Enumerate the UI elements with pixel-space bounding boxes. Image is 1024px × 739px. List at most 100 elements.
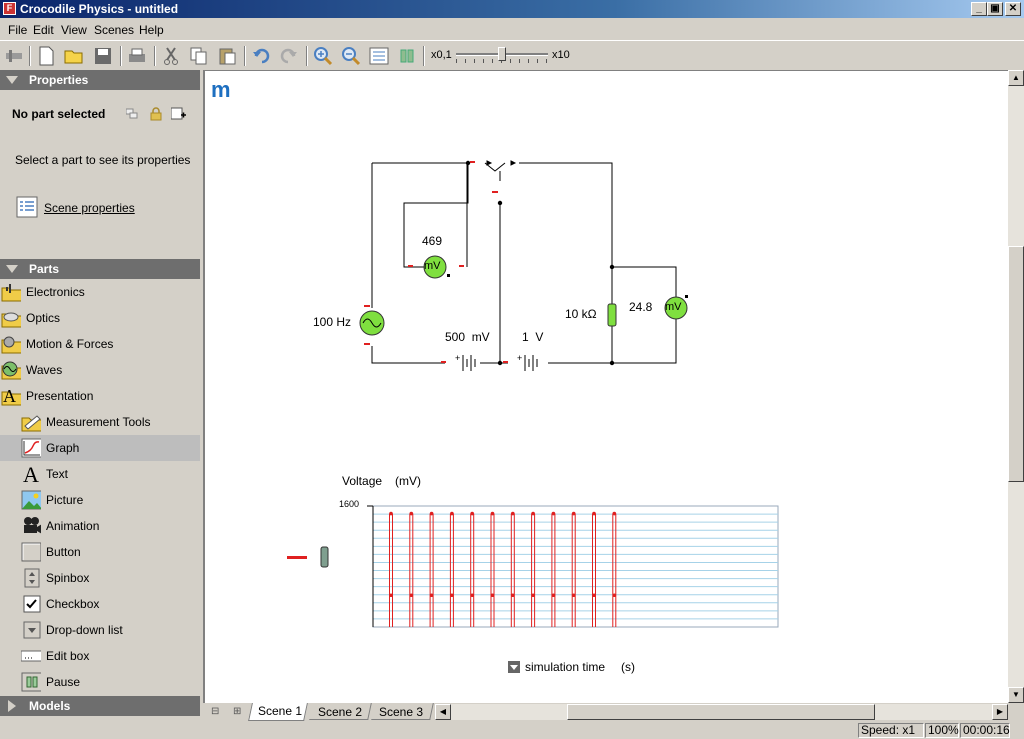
scroll-left-button[interactable]: ◀: [435, 704, 451, 720]
category-electronics[interactable]: Electronics: [0, 279, 200, 305]
add-part-icon[interactable]: [170, 107, 186, 121]
menu-view[interactable]: View: [61, 23, 87, 37]
close-button[interactable]: ✕: [1005, 2, 1021, 16]
resistor-icon[interactable]: [607, 303, 617, 327]
part-label: Spinbox: [46, 571, 90, 585]
part-label: Edit box: [46, 649, 90, 663]
status-speed: Speed: x1: [858, 723, 924, 738]
hscroll-thumb[interactable]: [567, 704, 875, 720]
save-icon[interactable]: [92, 45, 114, 67]
scene-drawing: m: [211, 77, 779, 673]
part-spinbox[interactable]: Spinbox: [0, 565, 200, 591]
speed-slider-thumb[interactable]: [498, 47, 506, 61]
scene-canvas[interactable]: m: [203, 70, 1008, 703]
paste-icon[interactable]: [216, 45, 238, 67]
battery-1-icon[interactable]: +: [441, 353, 476, 371]
properties-title: No part selected: [12, 107, 106, 121]
part-button[interactable]: Button: [0, 539, 200, 565]
voltage-graph[interactable]: [287, 505, 779, 673]
text-icon: A: [23, 464, 39, 484]
undo-icon[interactable]: [250, 45, 272, 67]
minus-icon[interactable]: ⊟: [211, 706, 220, 717]
data-point: [389, 511, 393, 516]
properties-header[interactable]: Properties: [0, 70, 200, 90]
speed-min-label: x0,1: [431, 49, 452, 61]
category-presentation[interactable]: A Presentation: [0, 383, 200, 409]
data-point: [450, 593, 454, 598]
voltmeter-2-icon[interactable]: [664, 295, 688, 320]
dropdown-icon: [23, 621, 41, 639]
voltmeter-1-value: 469: [422, 234, 443, 248]
menu-help[interactable]: Help: [139, 23, 164, 37]
menu-file[interactable]: File: [8, 23, 28, 37]
part-label: Animation: [46, 519, 100, 533]
part-dropdown-list[interactable]: Drop-down list: [0, 617, 200, 643]
svg-text:+: +: [455, 353, 460, 363]
group-icon[interactable]: [125, 108, 138, 120]
data-point: [389, 593, 393, 598]
redo-icon[interactable]: [278, 45, 300, 67]
status-zoom: 100%: [925, 723, 959, 738]
lock-icon[interactable]: [150, 107, 162, 121]
scroll-right-button[interactable]: ▶: [992, 704, 1008, 720]
parts-header[interactable]: Parts: [0, 259, 200, 279]
part-pause[interactable]: Pause: [0, 669, 200, 695]
part-label: Measurement Tools: [46, 415, 151, 429]
data-point: [551, 511, 556, 516]
zoom-in-icon[interactable]: [312, 45, 334, 67]
menu-edit[interactable]: Edit: [33, 23, 54, 37]
scroll-thumb[interactable]: [1008, 246, 1024, 482]
part-text[interactable]: A Text: [0, 461, 200, 487]
part-picture[interactable]: Picture: [0, 487, 200, 513]
graph-xaxis-label[interactable]: simulation time: [525, 660, 606, 674]
menu-bar: File Edit View Scenes Help: [0, 19, 1024, 39]
restore-button[interactable]: ▣: [987, 2, 1003, 16]
scene-properties-icon[interactable]: [16, 196, 38, 218]
scene-properties-link[interactable]: Scene properties: [44, 201, 135, 215]
menu-scenes[interactable]: Scenes: [94, 23, 135, 37]
waves-folder-icon: [1, 361, 21, 380]
part-label: Button: [46, 545, 81, 559]
part-label: Text: [46, 467, 69, 481]
collapse-icon: [6, 265, 18, 273]
part-edit-box[interactable]: Edit box: [0, 643, 200, 669]
category-optics[interactable]: Optics: [0, 305, 200, 331]
part-label: Graph: [46, 441, 80, 455]
pause-part-icon: [21, 672, 41, 692]
properties-hint: Select a part to see its properties: [15, 153, 191, 167]
probe-icon[interactable]: [320, 546, 329, 568]
battery-2-icon[interactable]: +: [503, 353, 538, 371]
pause-icon[interactable]: [396, 45, 418, 67]
part-animation[interactable]: Animation: [0, 513, 200, 539]
category-label: Optics: [26, 311, 61, 325]
horizontal-scrollbar[interactable]: ◀ ▶: [435, 704, 1008, 720]
part-checkbox[interactable]: Checkbox: [0, 591, 200, 617]
category-motion-forces[interactable]: Motion & Forces: [0, 331, 200, 357]
plus-icon[interactable]: ⊞: [233, 706, 242, 717]
tools-icon[interactable]: [3, 45, 25, 67]
zoom-out-icon[interactable]: [340, 45, 362, 67]
data-point: [409, 593, 414, 598]
cut-icon[interactable]: [160, 45, 182, 67]
copy-icon[interactable]: [188, 45, 210, 67]
transistor-icon[interactable]: [484, 160, 517, 181]
data-point: [592, 511, 596, 516]
ac-source-icon[interactable]: [359, 305, 385, 345]
voltmeter-2-unit: mV: [665, 301, 682, 313]
vertical-scrollbar[interactable]: ▲ ▼: [1008, 70, 1024, 703]
speed-slider[interactable]: [456, 47, 548, 65]
category-waves[interactable]: Waves: [0, 357, 200, 383]
voltmeter-1-icon[interactable]: [408, 255, 464, 279]
scroll-up-button[interactable]: ▲: [1008, 70, 1024, 86]
print-icon[interactable]: [126, 45, 148, 67]
open-folder-icon[interactable]: [63, 45, 85, 67]
scroll-down-button[interactable]: ▼: [1008, 687, 1024, 703]
models-header[interactable]: Models: [0, 696, 200, 716]
part-measurement-tools[interactable]: Measurement Tools: [0, 409, 200, 435]
scene-list-icon[interactable]: [368, 45, 390, 67]
minimize-button[interactable]: _: [971, 2, 987, 16]
battery-1-voltage: 500 mV: [445, 330, 490, 344]
part-graph[interactable]: Graph: [0, 435, 200, 461]
new-file-icon[interactable]: [35, 45, 57, 67]
voltmeter-1-unit: mV: [424, 260, 441, 272]
